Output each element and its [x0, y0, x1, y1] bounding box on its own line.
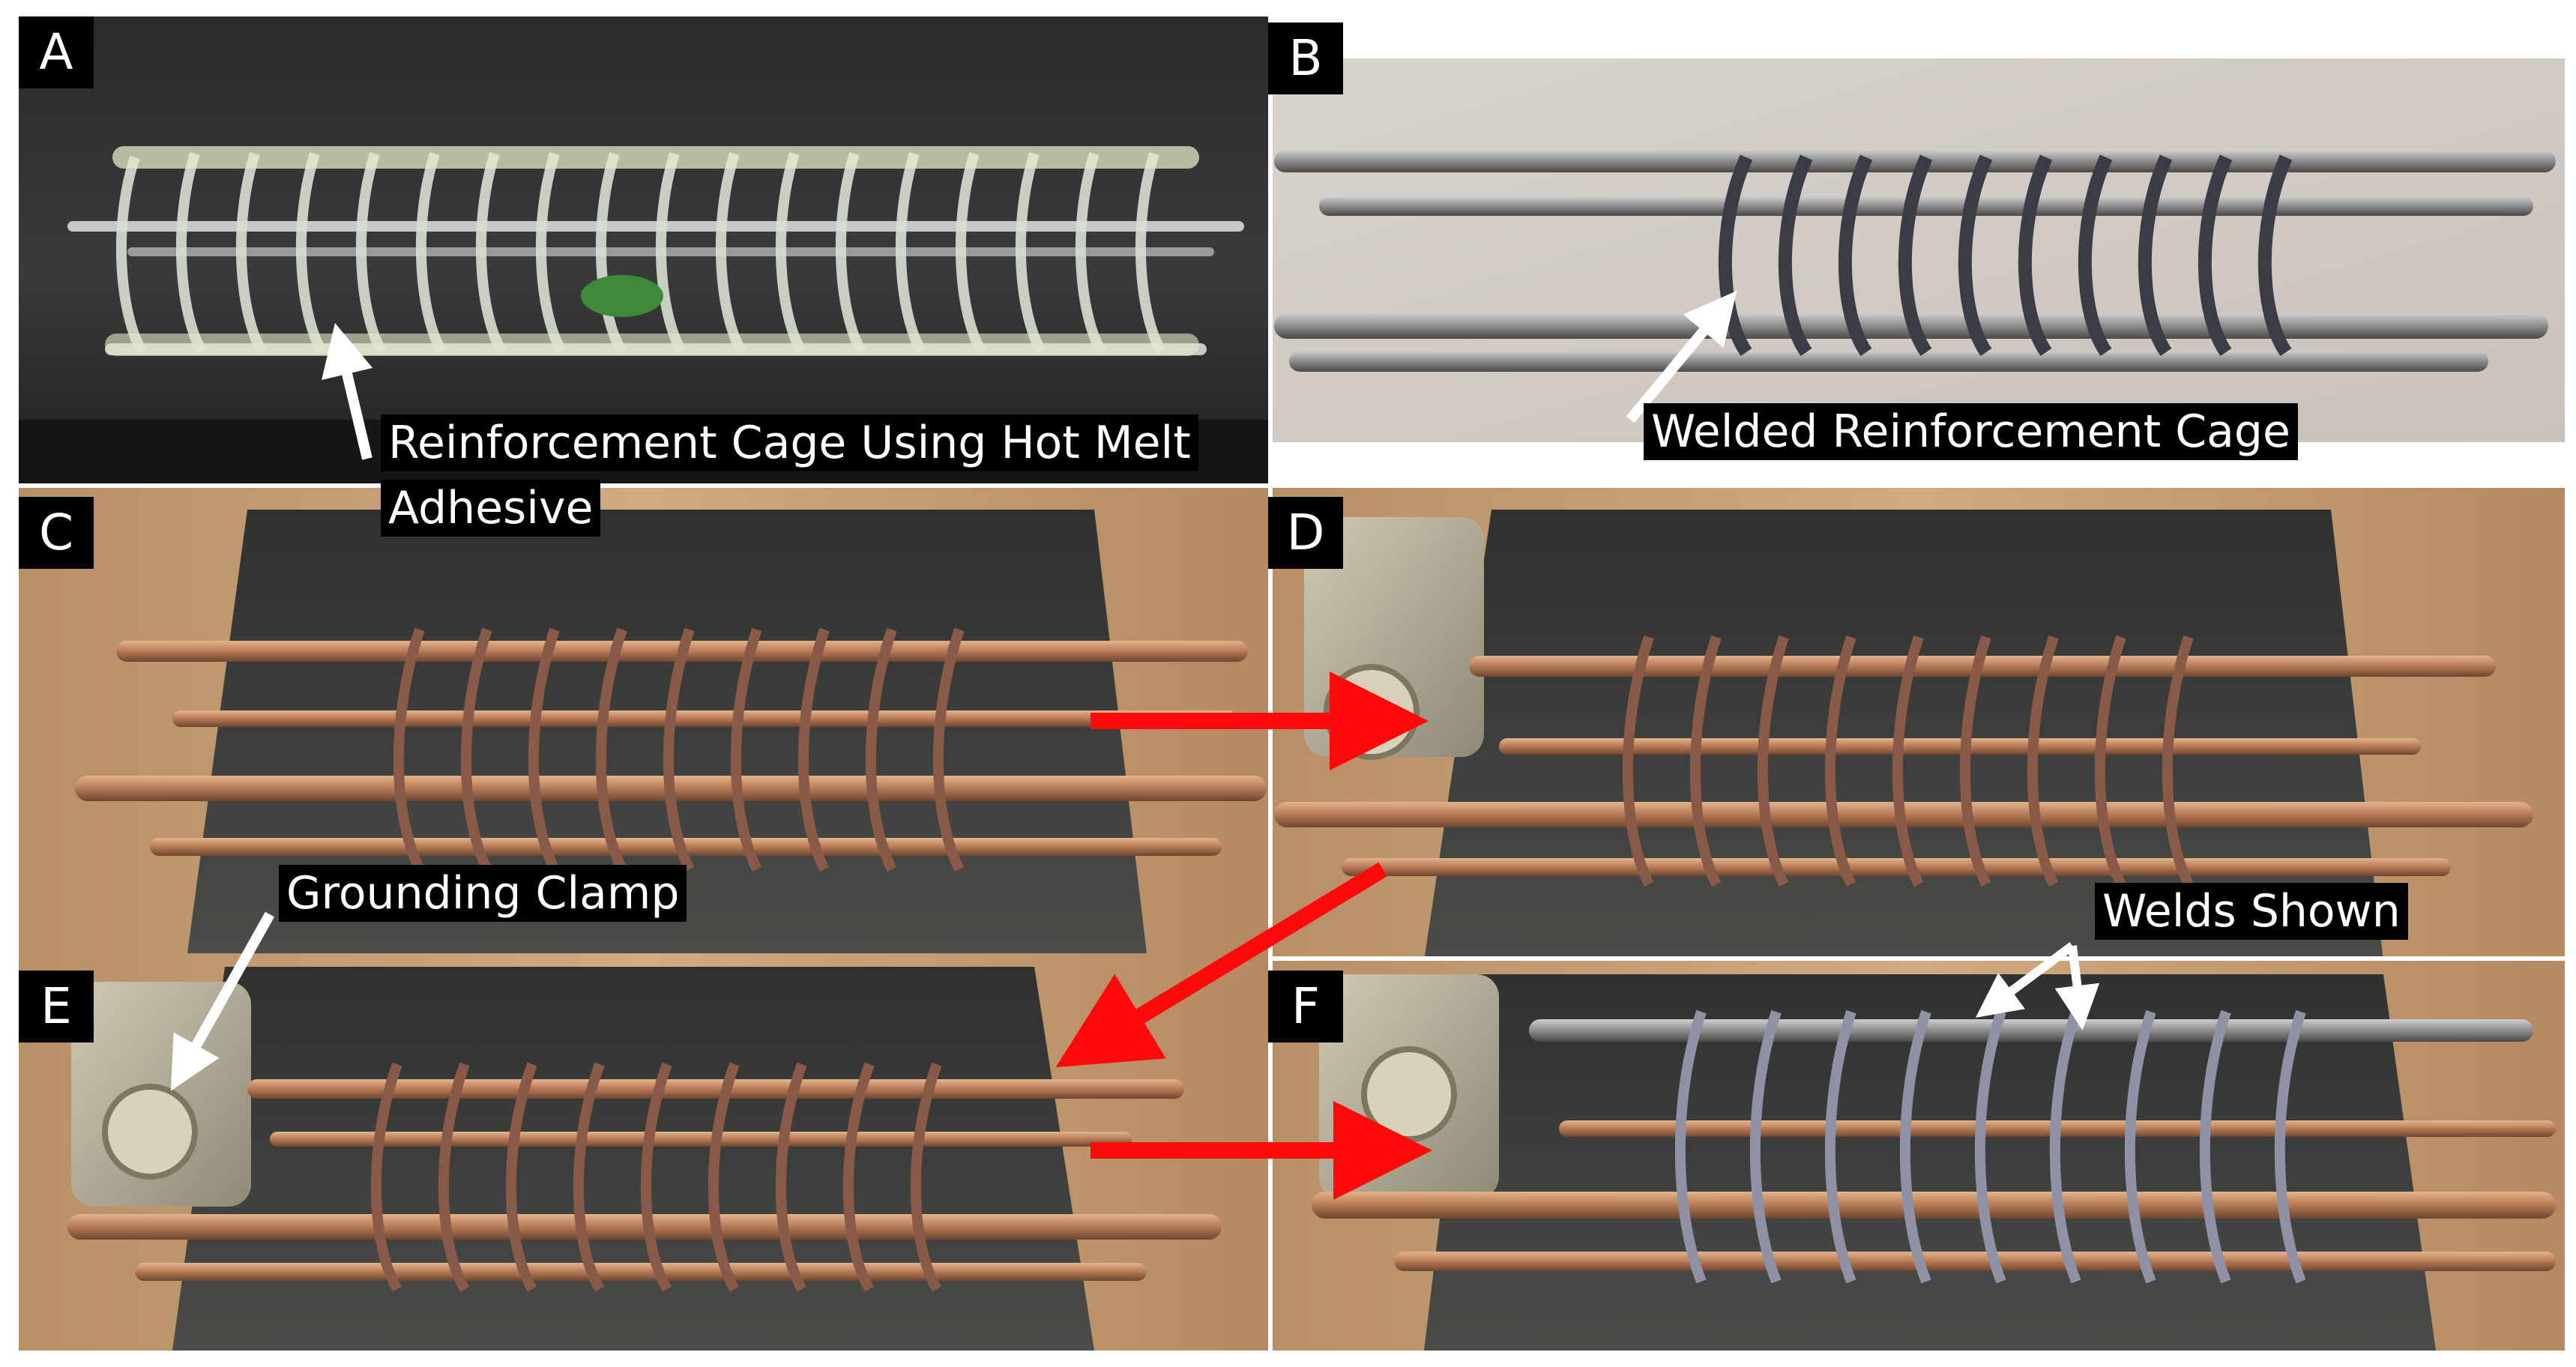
panel-label-d: D — [1268, 497, 1343, 569]
panel-label-f: F — [1268, 971, 1343, 1042]
caption-grounding-clamp: Grounding Clamp — [279, 865, 687, 922]
caption-welds-shown: Welds Shown — [2095, 883, 2408, 940]
photo-panel-e — [19, 953, 1270, 1351]
panel-label-c: C — [19, 497, 94, 569]
caption-welded-cage: Welded Reinforcement Cage — [1644, 403, 2298, 460]
pointer-arrow-grounding-clamp — [170, 911, 275, 1091]
sequence-arrow-d-to-e — [1055, 862, 1387, 1068]
caption-hot-melt-line2: Adhesive — [381, 480, 601, 537]
photo-panel-f — [1268, 961, 2565, 1351]
panel-label-b: B — [1268, 22, 1343, 94]
pointer-arrow-weld-left — [1975, 942, 2075, 1018]
caption-hot-melt-line1: Reinforcement Cage Using Hot Melt — [381, 414, 1198, 471]
photo-panel-d — [1268, 487, 2565, 961]
photo-panel-b — [1268, 58, 2565, 442]
panel-label-e: E — [19, 971, 94, 1042]
panel-label-a: A — [19, 16, 94, 88]
pointer-arrow-weld-right — [2054, 945, 2100, 1030]
pointer-arrow-welded-cage — [1626, 291, 1737, 423]
pointer-arrow-hot-melt — [322, 322, 373, 460]
